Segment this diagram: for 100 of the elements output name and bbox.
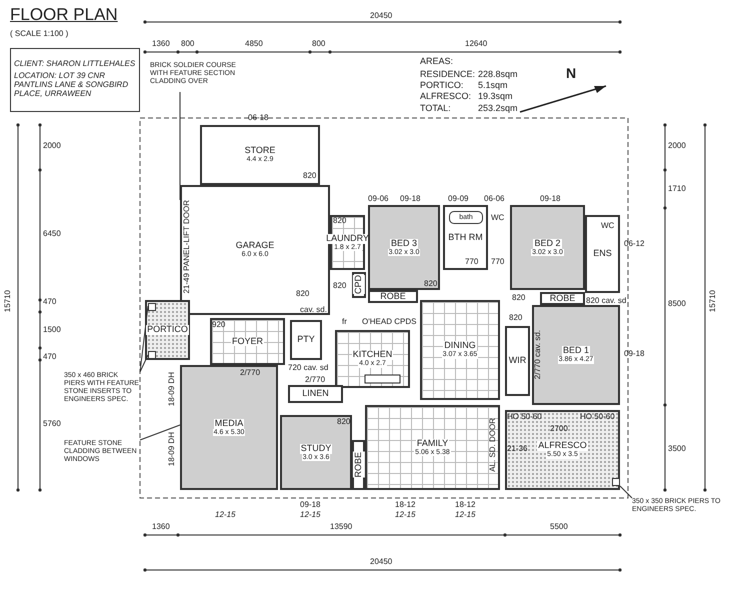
- dimension-label: 20450: [370, 12, 392, 20]
- door-size: 2/770: [240, 369, 260, 377]
- closet-area: [352, 272, 366, 298]
- window-code: 18-12: [455, 501, 476, 509]
- dimension-label: 5760: [43, 420, 61, 428]
- door-size: 770: [465, 258, 478, 266]
- dimension-label: 2700: [550, 425, 568, 433]
- dimension-label: 2000: [668, 142, 686, 150]
- area-value: 253.2sqm: [478, 104, 518, 113]
- door-size: 820: [509, 314, 522, 322]
- handwritten-note: 12-15: [215, 511, 236, 519]
- dimension-label: 1360: [152, 40, 170, 48]
- room-area: [290, 320, 322, 360]
- room-name: FAMILY: [416, 438, 450, 449]
- door-size: 820: [424, 280, 438, 288]
- handwritten-note: 12-15: [455, 511, 476, 519]
- room-name: BED 2: [533, 238, 562, 249]
- dimension-label: 800: [312, 40, 326, 48]
- room-name: ROBE: [548, 294, 576, 304]
- dimension-label: 470: [43, 298, 56, 306]
- room-area: [210, 318, 285, 365]
- room-area: [365, 405, 500, 490]
- dimension-label: 15710: [4, 290, 12, 312]
- area-label: PORTICO:: [420, 81, 464, 90]
- room-area: [145, 300, 190, 360]
- room-area: [180, 365, 278, 490]
- room-area: [443, 205, 488, 270]
- room-name: MEDIA: [214, 418, 244, 429]
- room-area: [200, 125, 320, 185]
- room-name: BED 1: [562, 346, 590, 356]
- handwritten-note: 12-15: [395, 511, 416, 519]
- dimension-label: 1500: [43, 326, 61, 334]
- door-code: 21-36: [507, 445, 528, 453]
- closet-area: [505, 326, 530, 396]
- door-size: 720 cav. sd: [288, 364, 328, 372]
- room-name: KITCHEN: [352, 350, 394, 360]
- room-area: [505, 410, 620, 490]
- window-code: 18-09 DH: [168, 372, 176, 406]
- room-area: [532, 305, 620, 405]
- window-code: 09-18: [400, 195, 420, 203]
- door-code: 21-49 PANEL-LIFT DOOR: [183, 200, 191, 294]
- room-name: DINING: [443, 341, 477, 352]
- room-name: STORE: [244, 146, 276, 156]
- leader-line: [140, 354, 148, 372]
- dimension-label: 4850: [245, 40, 263, 48]
- door-size: 820: [512, 294, 526, 302]
- leader-line: [620, 486, 632, 498]
- window-code: 09-09: [448, 195, 468, 203]
- room-name: FOYER: [230, 336, 264, 346]
- window-code: 06-12: [624, 240, 644, 248]
- window-code: HO 50-60: [507, 413, 542, 421]
- window-code: 09-18: [540, 195, 560, 203]
- location-text: LOCATION: LOT 39 CNR PANTLINS LANE & SONGBIRD PLACE, URRAWEEN: [14, 71, 130, 98]
- room-area: [420, 300, 500, 400]
- brick-pier: [148, 351, 156, 359]
- dimension-label: 3500: [668, 445, 686, 453]
- area-heading: AREAS:: [420, 57, 454, 66]
- room-name: WIR: [508, 356, 528, 366]
- room-name: STUDY: [300, 444, 332, 454]
- room-name: PORTICO: [146, 325, 189, 335]
- dimension-label: 6450: [43, 230, 61, 238]
- room-area: [368, 205, 440, 290]
- scale-note: ( SCALE 1:100 ): [10, 30, 68, 38]
- room-area: [510, 205, 585, 290]
- room-name: ALFRESCO: [537, 441, 588, 452]
- window-code: 18-12: [395, 501, 416, 509]
- brick-pier: [148, 303, 156, 311]
- room-area: [280, 415, 352, 490]
- dimension-label: 470: [43, 353, 56, 361]
- door-size: 820 cav. sd: [586, 297, 626, 305]
- room-area: [585, 215, 620, 293]
- door-size: 2/770: [305, 376, 326, 384]
- fixture-label: fr: [342, 318, 347, 326]
- door-size: 820: [333, 282, 346, 290]
- room-name: CPD: [353, 275, 365, 294]
- brick-pier: [612, 478, 620, 486]
- dimension-label: 800: [181, 40, 194, 48]
- fixture-label: WC: [491, 214, 504, 222]
- dimension-label: 12640: [465, 40, 488, 48]
- area-label: ALFRESCO:: [420, 92, 472, 101]
- room-name: ENS: [592, 249, 613, 259]
- dimension-label: 13590: [330, 523, 352, 531]
- area-label: TOTAL:: [420, 104, 451, 113]
- dimension-label: 1710: [668, 185, 686, 193]
- door-size: 820: [337, 418, 350, 426]
- door-size: 920: [212, 321, 226, 329]
- room-name: ROBE: [379, 292, 407, 302]
- dimension-label: 1360: [152, 523, 170, 531]
- client-text: CLIENT: SHARON LITTLEHALES: [14, 59, 136, 68]
- room-name: PTY: [296, 335, 316, 345]
- fixture-label: O'HEAD CPDS: [362, 318, 416, 326]
- window-code: 09-06: [368, 195, 388, 203]
- door-code: AL. SD. DOOR: [489, 418, 497, 472]
- dimension-label: 15710: [709, 290, 717, 312]
- leader-line: [140, 306, 148, 372]
- room-name: BTH RM: [447, 232, 484, 242]
- area-label: RESIDENCE:: [420, 70, 476, 79]
- area-value: 19.3sqm: [478, 92, 513, 101]
- door-size: 820: [333, 217, 346, 225]
- handwritten-note: 12-15: [300, 511, 320, 519]
